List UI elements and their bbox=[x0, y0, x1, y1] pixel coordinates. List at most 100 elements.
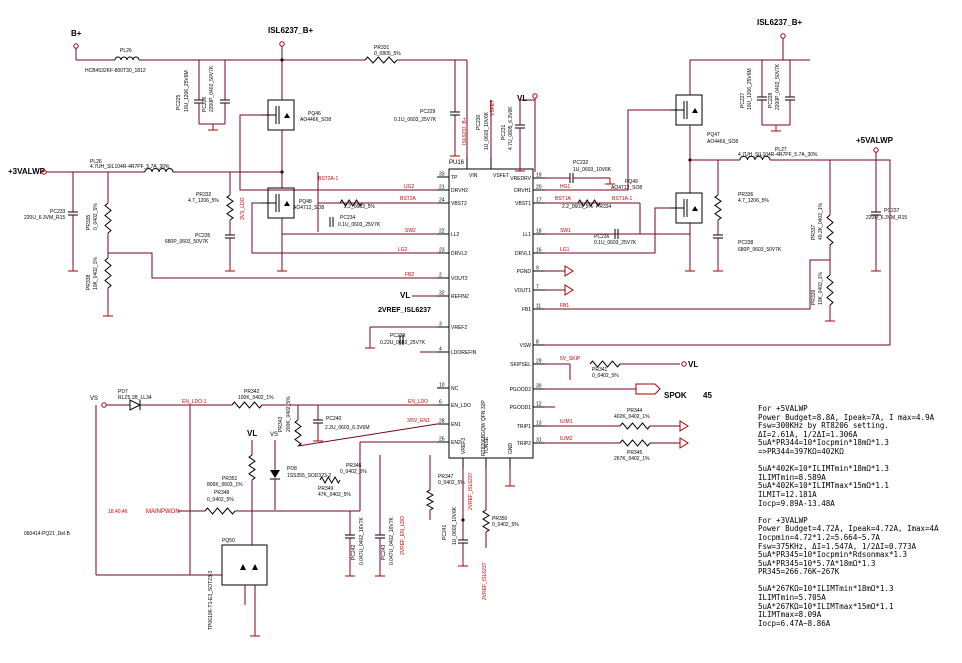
pc240-ref: PC240 bbox=[326, 416, 342, 422]
pq47-mosfet bbox=[670, 94, 703, 126]
pin-number: 26 bbox=[439, 437, 445, 443]
pin-number: 3 bbox=[439, 322, 442, 328]
net-en-ldo-1: EN_LDO-1 bbox=[182, 399, 207, 405]
pr331-ref: PR331 bbox=[374, 45, 390, 51]
pd7-ref: PD7 bbox=[118, 389, 128, 395]
pin-name: EN1 bbox=[451, 422, 461, 428]
pc237-ref: PC237 bbox=[884, 208, 900, 214]
net-ilim2: ILIM2 bbox=[560, 436, 573, 442]
pr341-value: 0_0402_5% bbox=[592, 373, 619, 379]
pin-name: VREDRV bbox=[510, 176, 531, 182]
pc232-value: 1U_0603_10V6K bbox=[573, 167, 612, 173]
pc243-cap bbox=[375, 534, 385, 539]
pin-name: PGND bbox=[517, 269, 532, 275]
pin-name: VBST2 bbox=[451, 201, 467, 207]
pc226-value: 2200P_0402_50V7K bbox=[209, 65, 215, 112]
pc227-ref: PC227 bbox=[740, 92, 746, 108]
pc239-ref: PC239 bbox=[390, 333, 406, 339]
net-lg2: LG2 bbox=[398, 247, 408, 253]
net-fb2: FB2 bbox=[405, 272, 414, 278]
ground-symbol bbox=[825, 315, 835, 322]
net-lg1: LG1 bbox=[560, 247, 570, 253]
pin-name: TRIP2 bbox=[517, 441, 531, 447]
pin-number: 24 bbox=[439, 198, 445, 204]
pc242-value: 0.047U_0402_16V7K bbox=[359, 517, 365, 565]
pin-number: 22 bbox=[439, 229, 445, 235]
ground-symbol bbox=[365, 342, 375, 349]
ug2-net bbox=[239, 114, 437, 191]
pc228-cap bbox=[785, 96, 795, 101]
pc233-value: 220U_6.3VM_R15 bbox=[24, 215, 65, 221]
pin-number: 31 bbox=[536, 438, 542, 444]
pr333-value: 2.2_0603_5% bbox=[344, 204, 375, 210]
ic-body bbox=[448, 168, 534, 459]
pr348-resistor bbox=[204, 507, 236, 515]
port-spok: SPOK bbox=[664, 391, 687, 400]
net-vref3: 2VREF_ISL6237 bbox=[468, 472, 474, 510]
ic-ref: PU16 bbox=[449, 160, 465, 166]
pl27-inductor bbox=[739, 155, 771, 161]
pq48-ref: PQ48 bbox=[299, 199, 312, 205]
note-line: ILMIT=12.181A bbox=[758, 489, 817, 499]
net-vsfet: VSFET bbox=[490, 100, 496, 116]
power-rail-symbol bbox=[873, 147, 879, 153]
pd8-ref: PD8 bbox=[287, 466, 297, 472]
pr338-ref: PR338 bbox=[86, 274, 92, 290]
pin-name: TRIP1 bbox=[517, 424, 531, 430]
pin-number: 23 bbox=[439, 248, 445, 254]
pin-name: LL2 bbox=[451, 232, 460, 238]
pc243-value: 0.047U_0402_16V7K bbox=[389, 517, 395, 565]
power-label-vs-left: VS bbox=[90, 396, 98, 402]
pr349-resistor bbox=[319, 475, 341, 485]
pc238-value: 680P_0603_50V7K bbox=[738, 247, 782, 253]
pc237-value: 220U_6.3VM_R15 bbox=[866, 215, 907, 221]
ground-symbol bbox=[505, 480, 515, 487]
pq47-value: AO4466_SO8 bbox=[707, 139, 738, 145]
power-rail-symbol bbox=[780, 33, 786, 39]
pin-number: 17 bbox=[536, 198, 542, 204]
trip2-port bbox=[679, 437, 689, 449]
note-line: 5uA*267KΩ=10*ILIMTmin*18mΩ*1.3 bbox=[758, 584, 894, 594]
power-rail-symbol bbox=[73, 43, 79, 49]
power-label-3valwp: +3VALWP bbox=[8, 167, 46, 176]
pin-number: 13 bbox=[536, 421, 542, 427]
pc233-cap bbox=[68, 211, 78, 216]
pin-number: 20 bbox=[536, 185, 542, 191]
ground-symbol bbox=[277, 265, 287, 272]
pin-number: 30 bbox=[536, 384, 542, 390]
pr344-value: 402K_0402_1% bbox=[614, 414, 650, 420]
pr338-resistor bbox=[104, 257, 112, 289]
port-spok-pin: 45 bbox=[703, 391, 712, 400]
note-line: Fsw=375KHz, ΔI=1.547A, 1/2ΔI=0.773A bbox=[758, 541, 917, 551]
net-sw2: SW2 bbox=[405, 228, 416, 234]
pc240-value: 2.2U_0603_6.3V6M bbox=[325, 425, 369, 431]
pin-name: EN2 bbox=[451, 440, 461, 446]
pr337-resistor bbox=[826, 214, 834, 246]
pr345-resistor bbox=[619, 439, 651, 447]
pgnd-flag bbox=[564, 265, 574, 277]
pr343-resistor bbox=[294, 419, 302, 447]
spok-port bbox=[635, 383, 661, 395]
power-label-vl-bottom: VL bbox=[247, 429, 257, 438]
net-label-2vref: 2VREF_ISL6237 bbox=[378, 307, 431, 314]
pl27-ref: PL27 bbox=[775, 147, 787, 153]
pr347-ref: PR347 bbox=[438, 474, 454, 480]
note-line: Power Budget=8.8A, Ipeak=7A, I max=4.9A bbox=[758, 412, 935, 422]
pr347-resistor bbox=[425, 489, 435, 511]
pc242-cap bbox=[345, 534, 355, 539]
pc238-ref: PC238 bbox=[738, 240, 754, 246]
ground-symbol bbox=[713, 265, 723, 272]
net-vin: ISL6237_B+ bbox=[462, 117, 468, 145]
note-line: 5uA*402K=10*ILIMTmin*18mΩ*1.3 bbox=[758, 464, 889, 474]
pr348-value: 0_0402_5% bbox=[207, 497, 234, 503]
net-mainpwon: MAINPWON bbox=[146, 509, 180, 515]
pin-name: REFIN2 bbox=[451, 294, 469, 300]
note-line: Power Budget=4.72A, Ipeak=4.72A, Imax=4A bbox=[758, 524, 939, 534]
pc234-value: 0.1U_0603_25V7K bbox=[338, 222, 381, 228]
pin-name: DRVL2 bbox=[451, 251, 467, 257]
ground-symbol bbox=[225, 265, 235, 272]
pc231-value: 4.7U_0805_6.3V6K bbox=[508, 106, 514, 150]
note-line: 5uA*267KΩ=10*ILIMTmax*15mΩ*1.1 bbox=[758, 601, 894, 611]
note-line: ILIMTmin=5.705A bbox=[758, 593, 826, 603]
